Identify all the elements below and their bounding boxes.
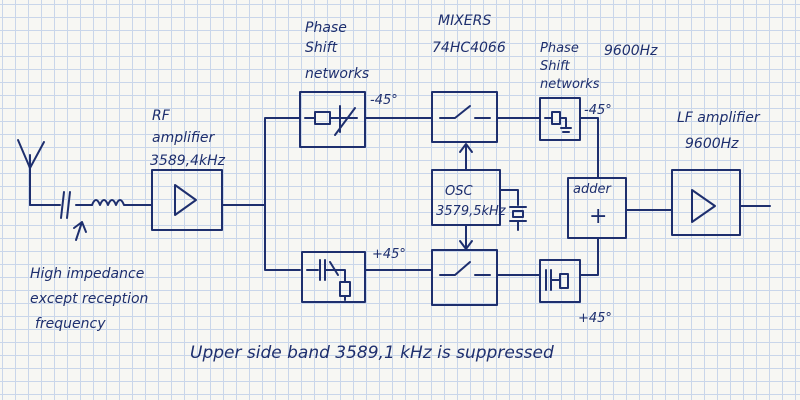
amplifier-triangle-icon bbox=[174, 184, 197, 216]
adder-block bbox=[567, 177, 627, 239]
inductor-icon bbox=[91, 199, 129, 206]
adder-sign: + bbox=[589, 204, 607, 229]
phase-shift-bottom-block bbox=[301, 251, 366, 303]
plus45-left-label: +45° bbox=[372, 247, 406, 262]
lf-amp-label: LF amplifier 9600Hz bbox=[677, 110, 764, 152]
mixer-bottom-block bbox=[431, 249, 498, 306]
bottom-note: Upper side band 3589,1 kHz is suppressed bbox=[190, 343, 554, 363]
osc-label: OSC 3579,5kHz bbox=[436, 184, 507, 219]
mixers-label: MIXERS 74HC4066 bbox=[432, 13, 506, 56]
freq-9600-top-label: 9600Hz bbox=[604, 43, 658, 59]
minus45-right-label: -45° bbox=[584, 103, 612, 118]
lf-amplifier-block bbox=[671, 169, 741, 236]
rf-amp-label: RF amplifier 3589,4kHz bbox=[150, 108, 226, 169]
wire-right-top-adder bbox=[579, 117, 599, 179]
arrow-up-icon bbox=[73, 221, 87, 241]
adder-label: adder bbox=[573, 182, 612, 197]
switch-icon bbox=[439, 105, 491, 119]
osc-to-mixer-arrows bbox=[459, 143, 473, 250]
phase-shift-right-bottom-block bbox=[539, 259, 581, 303]
capacitor-icon bbox=[60, 191, 71, 219]
phase-shift-top-block bbox=[299, 91, 366, 148]
rf-amplifier-block bbox=[151, 169, 223, 231]
minus45-top-label: -45° bbox=[370, 93, 398, 108]
antenna-icon bbox=[17, 139, 45, 206]
splitter-wire bbox=[264, 117, 301, 271]
phase-networks-top-label: Phase Shift networks bbox=[305, 20, 369, 82]
crystal-icon bbox=[499, 189, 527, 231]
phase-shift-right-top-block bbox=[539, 97, 581, 141]
high-impedance-label: High impedance except reception frequenc… bbox=[30, 266, 153, 332]
wire-right-bottom-adder bbox=[579, 237, 599, 276]
plus45-right-label: +45° bbox=[578, 311, 612, 326]
mixer-top-block bbox=[431, 91, 498, 143]
phase-networks-right-label: Phase Shift networks bbox=[540, 41, 600, 92]
